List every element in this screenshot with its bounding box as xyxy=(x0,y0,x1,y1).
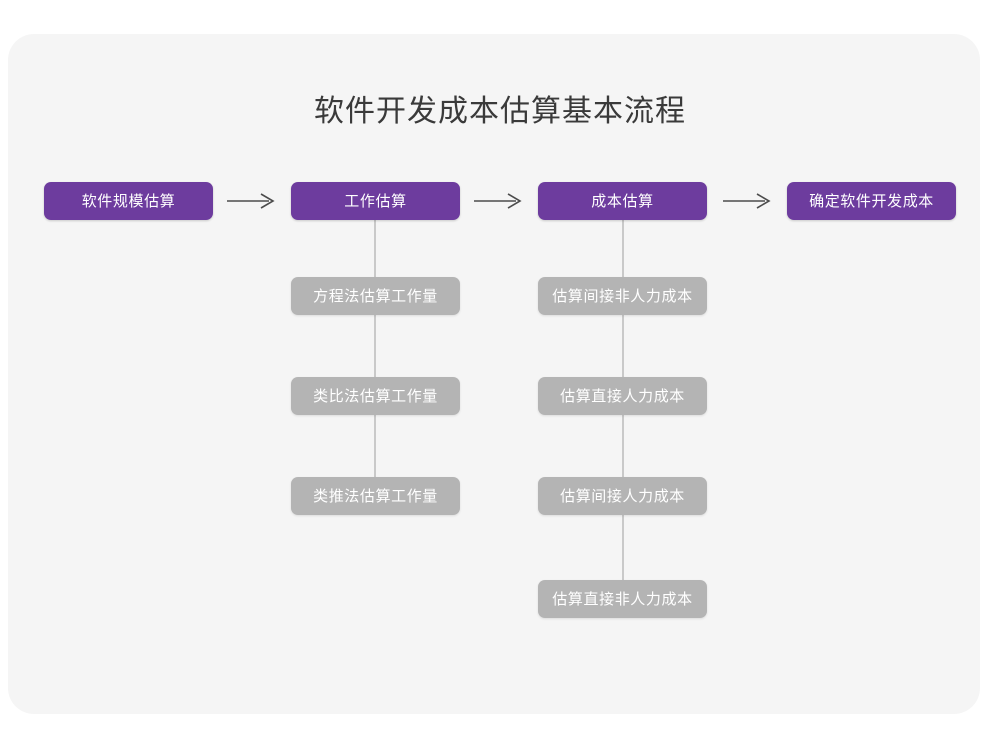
branch-node-step-2-sub-2[interactable]: 类比法估算工作量 xyxy=(291,377,460,415)
branch-node-step-3-sub-1[interactable]: 估算间接非人力成本 xyxy=(538,277,707,315)
branch-node-step-3-sub-2[interactable]: 估算直接人力成本 xyxy=(538,377,707,415)
flow-node-step-1[interactable]: 软件规模估算 xyxy=(44,182,213,220)
branch-node-step-3-sub-4[interactable]: 估算直接非人力成本 xyxy=(538,580,707,618)
page-title: 软件开发成本估算基本流程 xyxy=(314,95,686,128)
flow-node-step-4[interactable]: 确定软件开发成本 xyxy=(787,182,956,220)
arrow-right-icon-2 xyxy=(472,189,524,213)
arrow-right-icon-3 xyxy=(721,189,773,213)
content-card xyxy=(8,34,980,714)
flow-node-step-3[interactable]: 成本估算 xyxy=(538,182,707,220)
branch-node-step-2-sub-1[interactable]: 方程法估算工作量 xyxy=(291,277,460,315)
arrow-right-icon-1 xyxy=(225,189,277,213)
branch-node-step-3-sub-3[interactable]: 估算间接人力成本 xyxy=(538,477,707,515)
branch-node-step-2-sub-3[interactable]: 类推法估算工作量 xyxy=(291,477,460,515)
connector-line-column-1 xyxy=(374,219,376,499)
flow-node-step-2[interactable]: 工作估算 xyxy=(291,182,460,220)
